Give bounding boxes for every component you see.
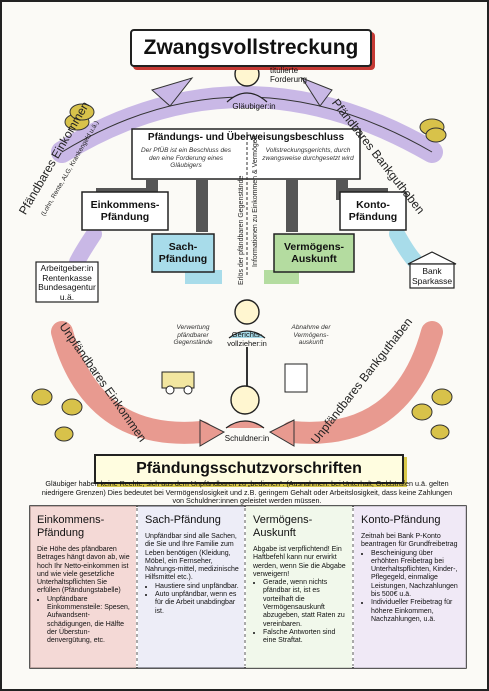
column-income: Einkommens-Pfändung Die Höhe des pfändba…: [32, 508, 136, 666]
column-account-title: Konto-Pfändung: [361, 514, 441, 526]
column-assets-text: Abgabe ist verpflichtend! Ein Haftbefehl…: [253, 546, 346, 578]
column-property-text: Unpfändbar sind alle Sachen, die Sie und…: [145, 533, 239, 582]
list-note: Abnahme der Vermögens-auskunft: [291, 324, 331, 346]
pfueb-box: [131, 128, 361, 180]
column-account: Konto-Pfändung Zeitnah bei Bank P-Konto …: [356, 508, 464, 666]
pfueb-heading: Pfändungs- und Überweisungsbeschluss: [147, 132, 345, 143]
column-account-text: Zeitnah bei Bank P-Konto beantragen für …: [361, 533, 458, 549]
column-property-bullet: Auto unpfändbar, wenn es für die Arbeit …: [155, 591, 239, 616]
column-account-bullet: Bescheinigung über erhöhten Freibetrag b…: [371, 550, 459, 600]
protection-heading: Pfändungsschutzvorschriften: [94, 454, 404, 484]
property-seizure-box: Sach-Pfändung: [158, 241, 208, 265]
vertical-info-label: Informationen zu Einkommen & Vermögen: [252, 135, 259, 267]
column-property: Sach-Pfändung Unpfändbar sind alle Sache…: [140, 508, 244, 666]
employer-label: Arbeitgeber:in Rentenkasse Bundesagentur…: [38, 263, 96, 302]
pfueb-desc-left: Der PfÜB ist ein Beschluss des den eine …: [141, 147, 231, 169]
income-seizure-box: Einkommens-Pfändung: [90, 199, 160, 223]
proceeds-label: Erlös der pfändbaren Gegenstände: [238, 175, 245, 285]
column-assets-title: Vermögens-Auskunft: [253, 514, 313, 539]
column-income-text: Die Höhe des pfändbaren Betrages hängt d…: [37, 546, 130, 595]
bank-label: Bank Sparkasse: [412, 266, 453, 286]
creditor-label: Gläubiger:in: [232, 102, 276, 111]
bottom-left-arc: [51, 321, 213, 444]
column-income-bullet: Unpfändbare Einkommensteile: Spesen, Auf…: [47, 596, 131, 646]
top-arc-arrowhead-right: [300, 76, 333, 107]
asset-disclosure-box: Vermögens-Auskunft: [283, 241, 345, 265]
valuables-note: Verwertung pfändbarer Gegenstände: [173, 324, 213, 346]
top-arc-arrowhead-left: [150, 77, 194, 107]
account-seizure-box: Konto-Pfändung: [348, 199, 398, 223]
pfueb-desc-right: Vollstreckungsgerichts, durch zwangsweis…: [262, 147, 354, 162]
column-property-title: Sach-Pfändung: [145, 514, 221, 526]
column-income-title: Einkommens-Pfändung: [37, 514, 105, 539]
titled-claim-label: titulierte Forderung: [270, 66, 307, 84]
column-assets: Vermögens-Auskunft Abgabe ist verpflicht…: [248, 508, 352, 666]
bailiff-label: Gerichts-vollzieher:in: [227, 330, 267, 348]
column-assets-bullet: Falsche Antworten sind eine Straftat.: [263, 629, 347, 646]
column-account-bullet: Individueller Freibetrag für höhere Eink…: [371, 599, 459, 624]
column-property-bullet: Haustiere sind unpfändbar.: [155, 583, 239, 591]
debtor-label: Schuldner:in: [224, 434, 270, 443]
column-assets-bullet: Gerade, wenn nichts pfändbar ist, ist es…: [263, 579, 347, 629]
protection-intro: Gläubiger haben keine Rechte, sich aus d…: [41, 479, 453, 506]
page-title: Zwangsvollstreckung: [130, 29, 372, 67]
bottom-right-arc: [281, 321, 443, 444]
